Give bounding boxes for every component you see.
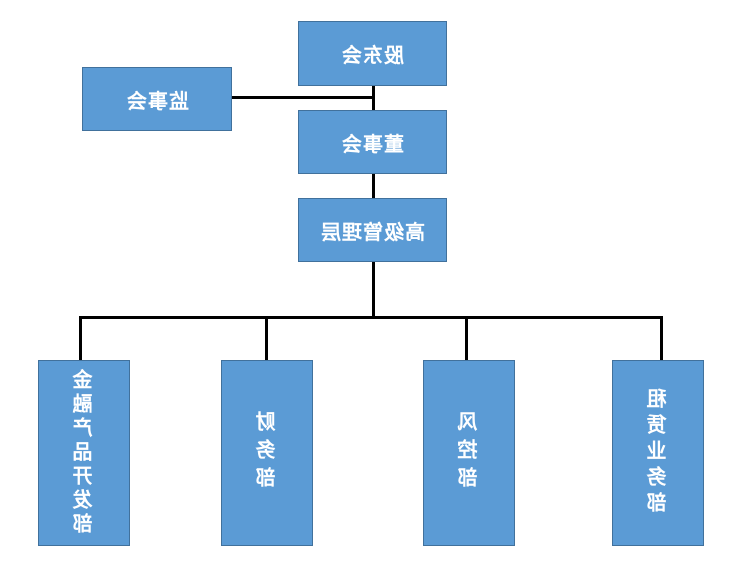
- node-risk-control: 风控部: [423, 360, 515, 546]
- connector-drop-risk: [465, 316, 468, 362]
- node-fin-product-dev: 金融产品开发部: [38, 360, 130, 546]
- connector-drop-finance: [265, 316, 268, 362]
- node-risk-control-label: 风控部: [457, 411, 481, 495]
- node-board-label: 董事会: [341, 131, 404, 156]
- node-board: 董事会: [298, 110, 447, 174]
- connector-drop-leasing: [660, 316, 663, 362]
- connector-drop-fin-product: [79, 316, 82, 362]
- node-fin-product-dev-label: 金融产品开发部: [72, 369, 96, 537]
- connector-horizontal-bus: [79, 316, 663, 319]
- connector-mgmt-trunk: [372, 261, 375, 318]
- node-supervisors: 监事会: [82, 67, 232, 131]
- node-leasing-label: 租赁业务部: [646, 388, 670, 518]
- connector-supervisors: [231, 96, 374, 99]
- node-leasing: 租赁业务部: [612, 360, 704, 546]
- node-shareholders-label: 股东会: [341, 43, 404, 67]
- node-finance: 财务部: [221, 360, 313, 546]
- node-senior-mgmt: 高级管理层: [298, 198, 447, 262]
- node-finance-label: 财务部: [255, 411, 279, 495]
- connector-board-mgmt: [372, 173, 375, 199]
- node-senior-mgmt-label: 高级管理层: [320, 219, 425, 244]
- node-supervisors-label: 监事会: [125, 88, 189, 113]
- node-shareholders: 股东会: [298, 21, 447, 86]
